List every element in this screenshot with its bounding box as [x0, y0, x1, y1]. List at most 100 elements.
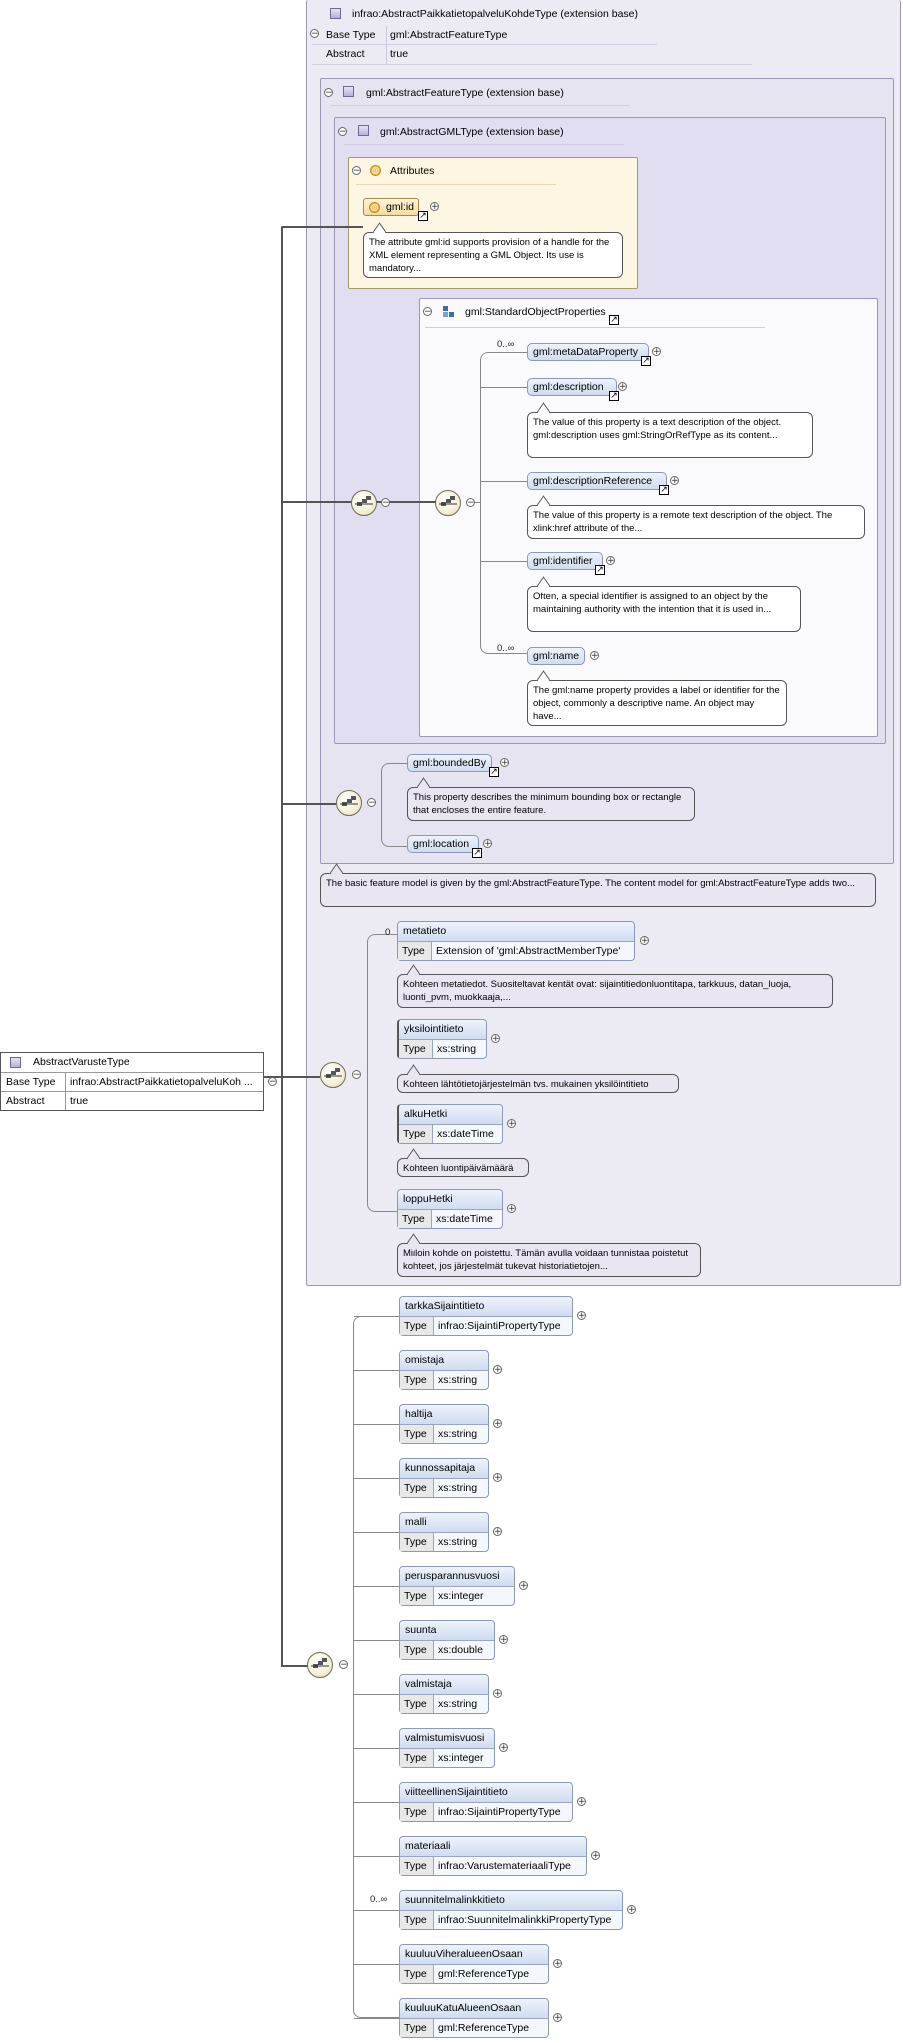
element-name: suunnitelmalinkkitieto [400, 1891, 622, 1911]
collapse-icon[interactable]: − [352, 166, 361, 176]
type-key: Type [400, 1803, 434, 1821]
expand-icon[interactable]: + [430, 202, 439, 212]
type-value: xs:string [437, 1043, 477, 1055]
std-prop-description-reference[interactable]: gml:descriptionReference [527, 472, 667, 490]
type-value: gml:ReferenceType [438, 1968, 530, 1980]
link-arrow-icon[interactable]: ↗ [418, 211, 428, 221]
expand-icon[interactable]: + [591, 1851, 600, 1861]
expand-icon[interactable]: + [553, 1959, 562, 1969]
type-key: Type [400, 1749, 434, 1767]
root-type-name: AbstractVarusteType [33, 1056, 130, 1068]
expand-icon[interactable]: + [577, 1311, 586, 1321]
gml-id-attribute[interactable]: @ gml:id [363, 198, 420, 216]
loppuhetki-doc: Milloin kohde on poistettu. Tämän avulla… [397, 1243, 701, 1277]
type-key: Type [398, 1210, 432, 1228]
alkuhetki-doc: Kohteen luontipäivämäärä [397, 1158, 529, 1177]
expand-icon[interactable]: + [640, 936, 649, 946]
expand-icon[interactable]: + [491, 1034, 500, 1044]
collapse-icon[interactable]: − [367, 798, 376, 808]
type-key: Type [400, 1371, 434, 1389]
collapse-icon[interactable]: − [423, 307, 432, 317]
collapse-icon[interactable]: − [466, 498, 475, 508]
expand-icon[interactable]: + [483, 839, 492, 849]
expand-icon[interactable]: + [652, 347, 661, 357]
std-prop-metadata[interactable]: gml:metaDataProperty [527, 343, 649, 361]
collapse-icon[interactable]: − [352, 1070, 361, 1080]
std-prop-description[interactable]: gml:description [527, 378, 617, 396]
description-doc: The value of this property is a text des… [527, 412, 813, 458]
type-value: xs:string [438, 1536, 478, 1548]
connector-line [354, 1532, 399, 1533]
sequence-icon[interactable] [307, 1652, 333, 1678]
expand-icon[interactable]: + [670, 476, 679, 486]
type-key: Type [400, 1533, 434, 1551]
sequence-icon[interactable] [320, 1062, 346, 1088]
expand-icon[interactable]: + [553, 2013, 562, 2023]
expand-icon[interactable]: + [493, 1365, 502, 1375]
link-arrow-icon[interactable]: ↗ [609, 391, 619, 401]
link-arrow-icon[interactable]: ↗ [659, 485, 669, 495]
expand-icon[interactable]: + [519, 1581, 528, 1591]
abstract-key: Abstract [6, 1095, 45, 1107]
expand-icon[interactable]: + [507, 1119, 516, 1129]
base-type-key: Base Type [326, 29, 376, 41]
element-name: kunnossapitaja [400, 1459, 488, 1479]
expand-icon[interactable]: + [618, 382, 627, 392]
expand-icon[interactable]: + [590, 651, 599, 661]
collapse-icon[interactable]: − [381, 498, 390, 508]
collapse-icon[interactable]: − [338, 127, 347, 137]
link-arrow-icon[interactable]: ↗ [472, 848, 482, 858]
bounded-by-element[interactable]: gml:boundedBy [407, 754, 492, 772]
std-prop-name[interactable]: gml:name [527, 647, 585, 665]
complex-type-icon [330, 8, 341, 19]
sequence-icon[interactable] [351, 490, 377, 516]
sequence-icon[interactable] [435, 490, 461, 516]
expand-icon[interactable]: + [627, 1905, 636, 1915]
link-arrow-icon[interactable]: ↗ [595, 565, 605, 575]
expand-icon[interactable]: + [493, 1689, 502, 1699]
link-arrow-icon[interactable]: ↗ [609, 315, 619, 325]
type-value: gml:ReferenceType [438, 2022, 530, 2034]
collapse-icon[interactable]: − [339, 1660, 348, 1670]
expand-icon[interactable]: + [606, 556, 615, 566]
occurrence-label: 0..∞ [497, 643, 515, 654]
expand-icon[interactable]: + [499, 1635, 508, 1645]
collapse-icon[interactable]: − [310, 29, 319, 39]
collapse-icon[interactable]: − [268, 1077, 277, 1087]
expand-icon[interactable]: + [493, 1527, 502, 1537]
root-type-box[interactable]: AbstractVarusteType Base Type infrao:Abs… [0, 1052, 264, 1111]
expand-icon[interactable]: + [499, 1743, 508, 1753]
expand-icon[interactable]: + [500, 758, 509, 768]
element-name: yksilointitieto [399, 1020, 486, 1040]
link-arrow-icon[interactable]: ↗ [641, 356, 651, 366]
type-value: infrao:SuunnitelmalinkkiPropertyType [438, 1914, 612, 1926]
expand-icon[interactable]: + [507, 1204, 516, 1214]
location-element[interactable]: gml:location [407, 835, 479, 853]
expand-icon[interactable]: + [577, 1797, 586, 1807]
element-name: tarkkaSijaintitieto [400, 1297, 572, 1317]
sequence-icon[interactable] [336, 790, 362, 816]
collapse-icon[interactable]: − [324, 88, 333, 98]
expand-icon[interactable]: + [493, 1473, 502, 1483]
std-prop-identifier[interactable]: gml:identifier [527, 552, 603, 570]
link-arrow-icon[interactable]: ↗ [489, 767, 499, 777]
expand-icon[interactable]: + [493, 1419, 502, 1429]
